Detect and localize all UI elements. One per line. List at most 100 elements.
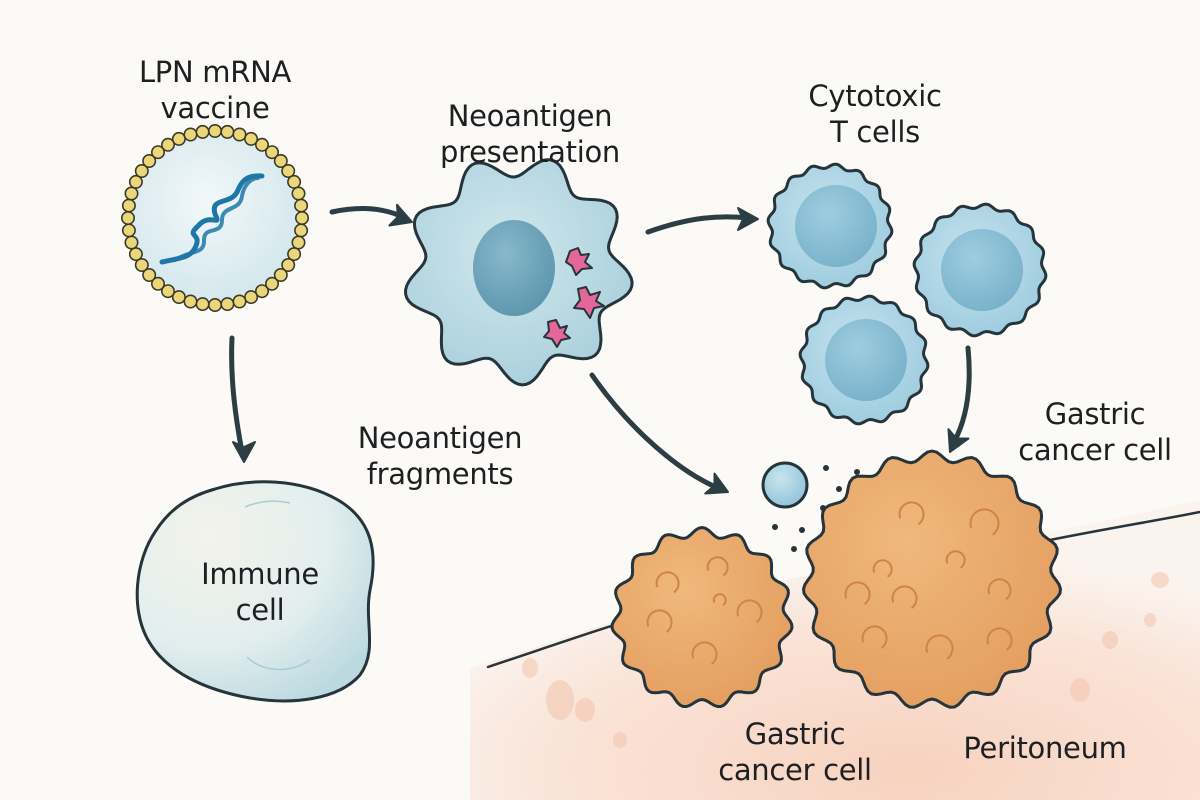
cancer-surface-spot: [712, 593, 727, 606]
cancer-surface-spot: [872, 559, 893, 578]
lipid-bead: [255, 284, 270, 299]
lipid-bead: [244, 290, 259, 305]
arrowhead-icon: [947, 428, 970, 453]
gastric-cancer-cell-small: [610, 525, 794, 708]
flow-arrow: [589, 372, 721, 491]
arrowhead-icon: [737, 207, 759, 231]
cancer-surface-spot: [898, 501, 925, 525]
label-immune-cell: Immune cell: [160, 556, 360, 628]
gastric-cancer-cell-large: [801, 449, 1063, 709]
lipid-bead: [195, 297, 210, 312]
cancer-surface-spot: [861, 625, 888, 649]
lipid-bead: [124, 186, 139, 201]
cancer-surface-spot: [945, 550, 966, 569]
t-cell: [912, 202, 1048, 338]
cancer-surface-spot: [925, 634, 954, 660]
lipid-bead: [273, 154, 288, 169]
label-line: Neoantigen: [447, 99, 613, 133]
label-line: Immune: [201, 557, 319, 591]
lipid-bead: [291, 186, 306, 201]
arrowhead-icon: [232, 441, 256, 463]
cancer-surface-spot: [969, 508, 1000, 536]
label-lpn-mrna-vaccine: LPN mRNA vaccine: [110, 54, 320, 126]
lipid-bead: [294, 223, 309, 238]
lipid-bead: [287, 174, 302, 189]
lipid-bead: [134, 257, 149, 272]
label-line: Peritoneum: [963, 731, 1127, 765]
label-neoantigen-presentation: Neoantigen presentation: [410, 98, 650, 170]
label-line: fragments: [366, 457, 514, 491]
cancer-surface-spot: [844, 581, 871, 605]
cancer-surface-spot: [736, 599, 763, 623]
cancer-surface-spot: [891, 585, 918, 609]
apc-nucleus: [473, 220, 555, 316]
label-gastric-cancer-cell-right: Gastric cancer cell: [990, 396, 1200, 468]
lipid-bead: [232, 127, 247, 142]
lipid-bead: [161, 284, 176, 299]
cancer-surface-spot: [706, 556, 729, 576]
cancer-surface-spot: [987, 578, 1012, 600]
lipid-bead: [171, 131, 186, 146]
lipid-bead: [220, 124, 235, 139]
neoantigen-fragments-icon: [543, 247, 605, 348]
lipid-bead: [128, 247, 143, 262]
lipid-bead: [195, 124, 210, 139]
lipid-bead: [171, 290, 186, 305]
lipid-bead: [281, 257, 296, 272]
cancer-surface-spot: [655, 571, 680, 593]
cancer-surface-spot: [646, 609, 673, 633]
label-gastric-cancer-cell-bottom: Gastric cancer cell: [690, 716, 900, 788]
label-cytotoxic-t-cells: Cytotoxic T cells: [770, 78, 980, 150]
label-line: cell: [235, 593, 285, 627]
lipid-bead: [294, 211, 309, 226]
lipid-bead: [183, 294, 198, 309]
flow-arrow: [951, 345, 972, 445]
immune-cell: [135, 480, 375, 703]
label-line: presentation: [440, 135, 620, 169]
lipid-bead: [151, 145, 166, 160]
arrowhead-icon: [704, 472, 729, 495]
lipid-bead: [291, 235, 306, 250]
cancer-surface-spot: [986, 627, 1013, 651]
label-line: Gastric: [744, 717, 846, 751]
label-line: Neoantigen: [357, 421, 523, 455]
label-line: Gastric: [1044, 397, 1146, 431]
label-line: Cytotoxic: [808, 79, 942, 113]
lipid-bead: [183, 127, 198, 142]
arrowhead-icon: [388, 203, 413, 227]
mrna-strand-icon: [159, 173, 265, 265]
lipid-bead: [232, 294, 247, 309]
lipid-bead: [121, 211, 136, 226]
cancer-surface-spot: [691, 641, 718, 665]
label-line: LPN mRNA: [138, 55, 292, 89]
flow-arrow: [229, 335, 245, 455]
lipid-bead: [142, 154, 157, 169]
lipid-bead: [281, 164, 296, 179]
label-neoantigen-fragments: Neoantigen fragments: [330, 420, 550, 492]
antigen-presenting-cell: [404, 158, 634, 387]
label-peritoneum: Peritoneum: [940, 730, 1150, 766]
lipid-bead: [264, 276, 279, 291]
lipid-bead: [208, 124, 223, 139]
flow-arrow: [645, 214, 751, 235]
label-line: vaccine: [160, 91, 270, 125]
tcell-attack: [761, 461, 860, 552]
lipid-bead: [128, 174, 143, 189]
label-line: T cells: [830, 115, 920, 149]
flow-arrow: [329, 206, 408, 221]
t-cell: [766, 162, 894, 290]
lipid-bead: [220, 297, 235, 312]
lipid-bead: [244, 131, 259, 146]
lipid-bead: [264, 145, 279, 160]
lpn-mrna-vaccine: [121, 124, 309, 312]
t-cell: [798, 294, 930, 426]
lipid-bead: [151, 276, 166, 291]
cytotoxic-t-cells: [766, 162, 1048, 426]
lipid-bead: [161, 137, 176, 152]
lipid-bead: [287, 247, 302, 262]
lipid-bead: [255, 137, 270, 152]
lipid-bead: [294, 198, 309, 213]
lipid-bead: [142, 267, 157, 282]
lipid-bead: [121, 198, 136, 213]
